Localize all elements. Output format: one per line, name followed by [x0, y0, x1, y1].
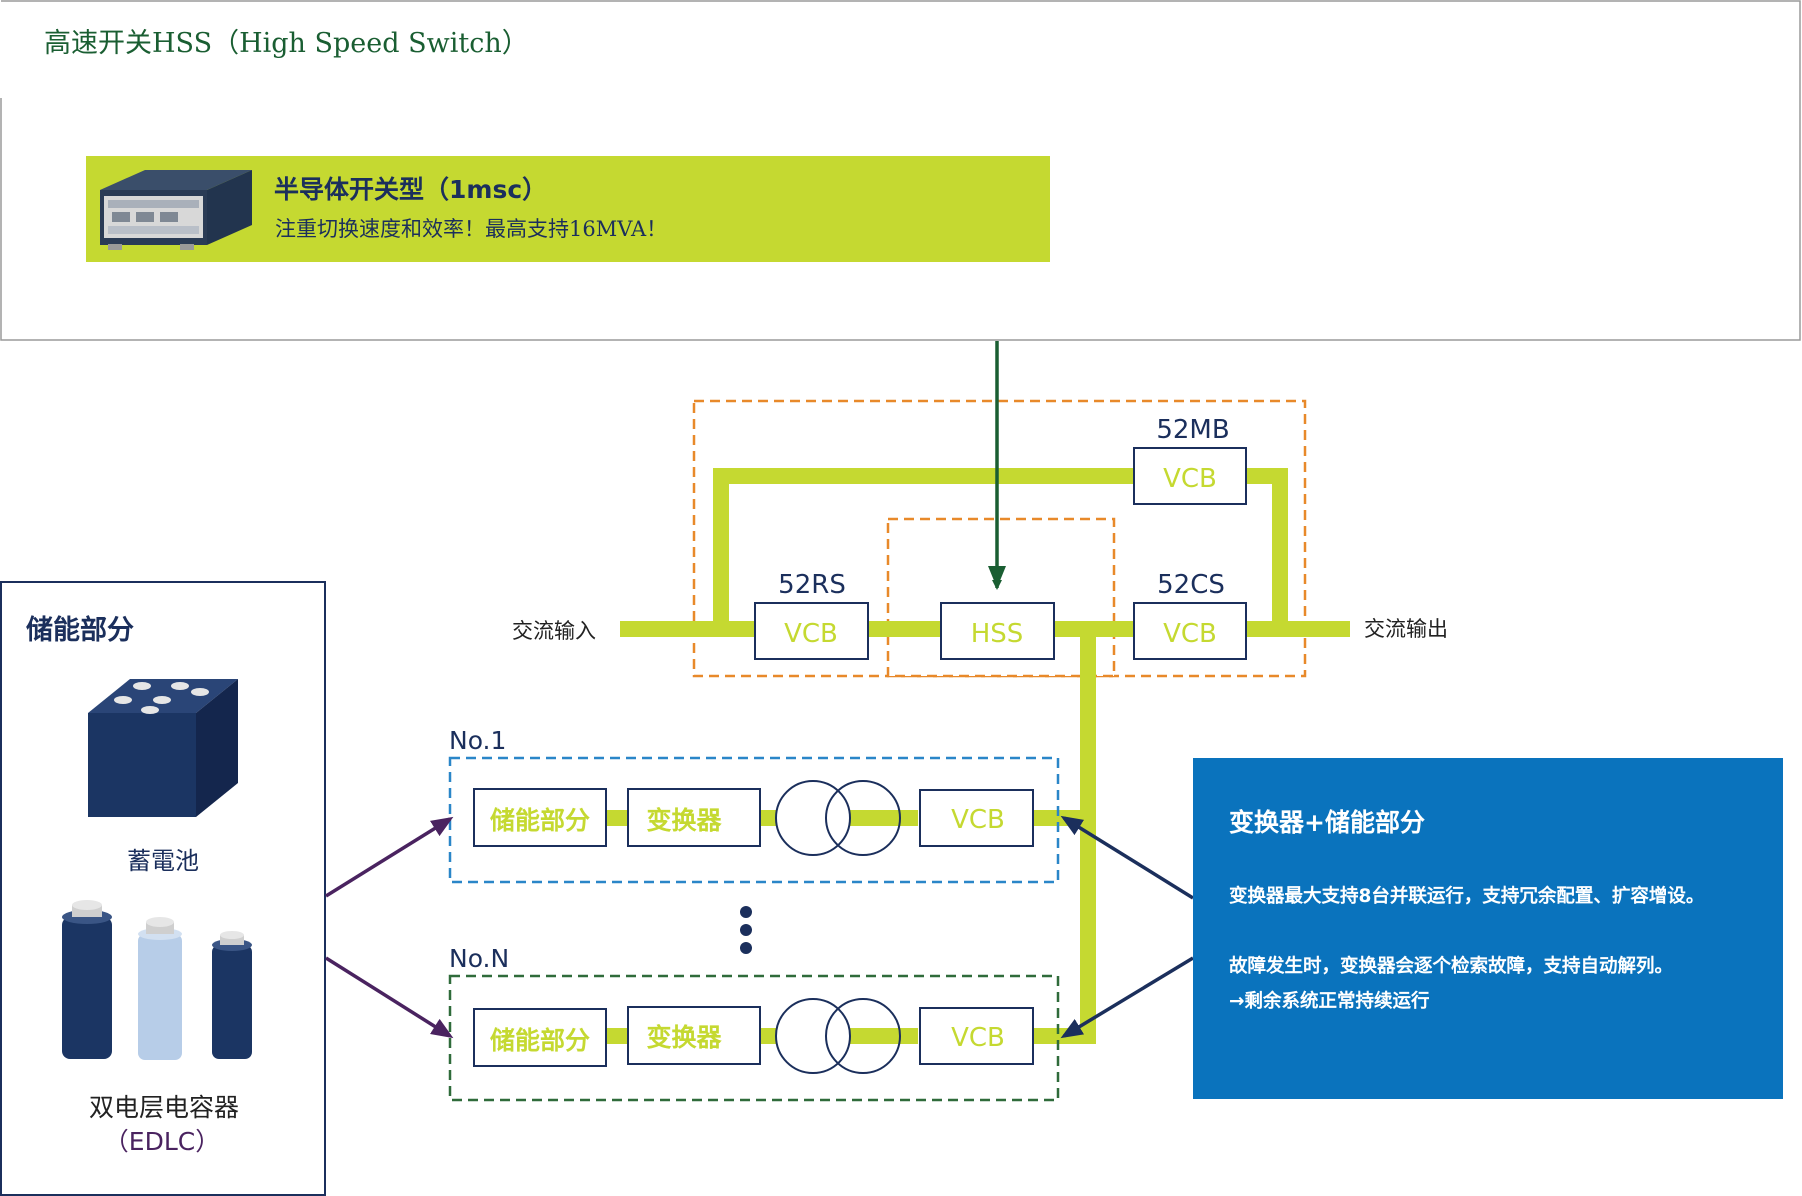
info-panel-line2: 故障发生时，变换器会逐个检索故障，支持自动解列。 [1229, 955, 1673, 977]
hss-panel-title: 高速开关HSS（High Speed Switch） [44, 28, 529, 59]
breaker-52rs-label: 52RS [778, 570, 846, 600]
unit-no1-transformer-icon [775, 780, 901, 856]
edlc-abbr: （EDLC） [104, 1127, 220, 1156]
hss-banner-text: 注重切换速度和效率！最高支持16MVA！ [275, 217, 667, 241]
unit-non-vcb: VCB [951, 1023, 1005, 1053]
breaker-52rs-box [754, 602, 869, 660]
ac-output-label: 交流输出 [1364, 617, 1448, 641]
breaker-52mb-label: 52MB [1156, 415, 1229, 445]
unit-non-converter-box [627, 1006, 761, 1065]
storage-to-unit1-arrow [325, 816, 454, 898]
unit-no1-storage: 储能部分 [490, 806, 590, 835]
storage-to-unitn-arrow [325, 956, 454, 1039]
info-panel-line3: →剩余系统正常持续运行 [1229, 990, 1430, 1012]
breaker-52rs-vcb: VCB [784, 619, 838, 649]
unit-no1-converter: 变换器 [646, 806, 722, 835]
unit-no1-vcb-box [919, 789, 1034, 847]
unit-no1-vcb: VCB [951, 805, 1005, 835]
info-panel-box [1193, 758, 1783, 1099]
breaker-52cs-vcb: VCB [1163, 619, 1217, 649]
capacitor-icon [62, 900, 252, 1060]
unit-no1-label: No.1 [449, 726, 506, 755]
main-circuit: 交流输入 交流输出 52MB VCB 52RS VCB HSS 52CS VCB [512, 341, 1448, 1044]
info-panel: 变换器+储能部分 变换器最大支持8台并联运行，支持冗余配置、扩容增设。 故障发生… [1193, 758, 1783, 1099]
hss-box-label: HSS [971, 619, 1024, 649]
info-panel-line1: 变换器最大支持8台并联运行，支持冗余配置、扩容增设。 [1229, 885, 1704, 907]
breaker-52cs-label: 52CS [1157, 570, 1225, 600]
semiconductor-switch-icon [100, 170, 252, 250]
hss-panel-frame [0, 0, 1801, 341]
ac-input-label: 交流输入 [512, 619, 596, 643]
hss-banner-title: 半导体开关型（1msc） [274, 175, 547, 204]
battery-label: 蓄電池 [127, 847, 199, 875]
storage-panel: 储能部分 蓄電池 双电 [0, 581, 326, 1196]
edlc-label: 双电层电容器 [89, 1093, 239, 1122]
unit-non-storage: 储能部分 [490, 1026, 590, 1055]
info-to-unit1-arrow [1060, 815, 1194, 900]
unit-non-transformer-icon [775, 998, 901, 1074]
battery-icon [88, 679, 238, 817]
hss-box [940, 602, 1055, 660]
hss-link-arrowhead [988, 566, 1006, 588]
unit-non-vcb-box [919, 1007, 1034, 1065]
unit-no1-storage-box [473, 788, 607, 847]
info-panel-title: 变换器+储能部分 [1229, 808, 1425, 837]
breaker-52cs-box [1133, 602, 1247, 660]
breaker-52mb-vcb: VCB [1163, 464, 1217, 494]
unit-non-label: No.N [449, 944, 509, 973]
breaker-52mb-box [1133, 447, 1247, 505]
unit-non-storage-box [473, 1008, 607, 1067]
unit-no1: No.1 储能部分 变换器 VCB [448, 726, 1060, 884]
unit-non: No.N 储能部分 变换器 VCB [448, 944, 1060, 1102]
storage-panel-title: 储能部分 [26, 614, 134, 646]
more-units-ellipsis [740, 906, 752, 954]
unit-non-converter: 变换器 [646, 1023, 722, 1052]
unit-no1-converter-box [627, 788, 761, 847]
hss-panel: 高速开关HSS（High Speed Switch） 半导体开关型（1msc） … [0, 0, 1801, 341]
info-to-unitn-arrow [1060, 956, 1194, 1039]
